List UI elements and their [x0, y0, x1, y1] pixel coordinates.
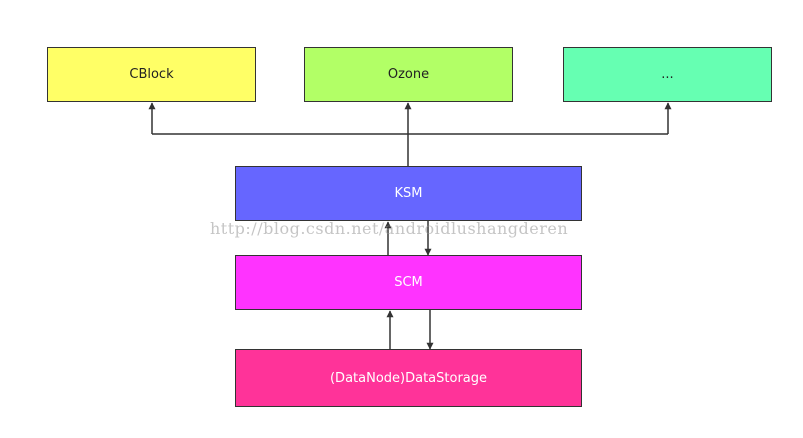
node-other: ... — [563, 47, 772, 102]
node-cblock-label: CBlock — [129, 67, 174, 82]
node-datastorage: (DataNode)DataStorage — [235, 349, 582, 407]
node-ozone-label: Ozone — [387, 67, 430, 82]
node-ksm-label: KSM — [394, 186, 423, 201]
node-scm-label: SCM — [394, 275, 423, 290]
node-ozone: Ozone — [304, 47, 513, 102]
node-cblock: CBlock — [47, 47, 256, 102]
node-ksm: KSM — [235, 166, 582, 221]
node-scm: SCM — [235, 255, 582, 310]
node-datastorage-label: (DataNode)DataStorage — [329, 370, 487, 386]
node-other-label: ... — [661, 67, 674, 82]
watermark-text: http://blog.csdn.net/androidlushangderen — [210, 219, 569, 238]
